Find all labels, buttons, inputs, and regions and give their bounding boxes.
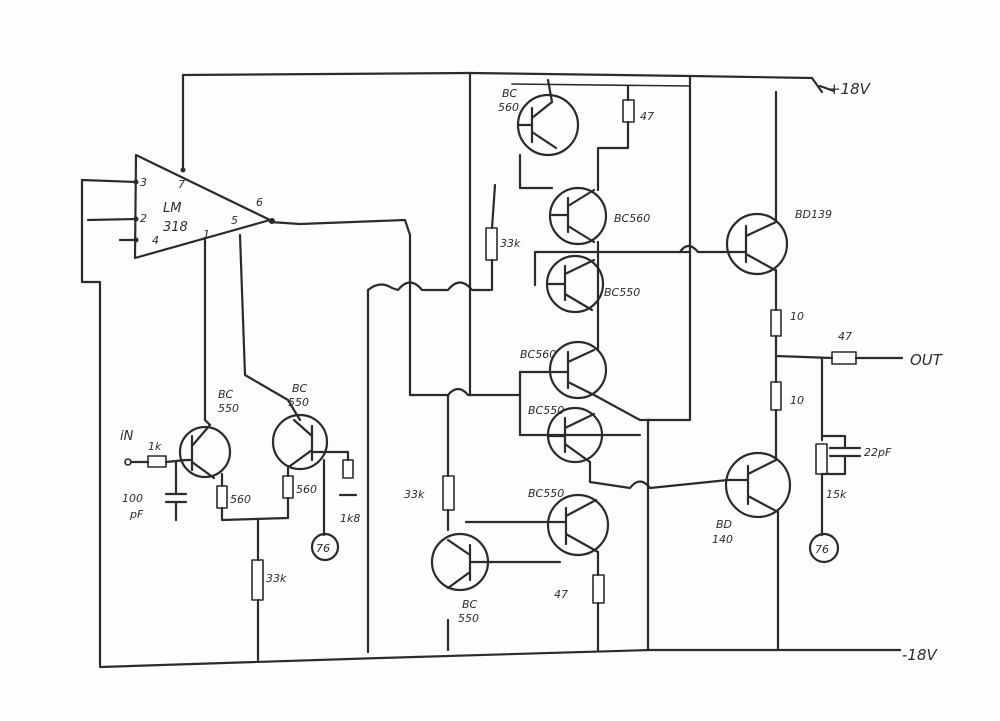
opamp-name-line1: LM: [163, 201, 181, 216]
driver-right-link: [646, 250, 692, 422]
output-q-lower-label-1: BD: [716, 518, 732, 531]
diff-pair-left-label-1: BC: [218, 388, 234, 401]
r-top-to-q2: [596, 120, 630, 192]
driver-q-bc550-b-label: BC550: [528, 404, 564, 417]
driver-r-top: [622, 99, 635, 123]
output-r-out: [831, 351, 857, 365]
output-node-wire: [774, 354, 834, 360]
input-cap-label-1: 100: [122, 492, 143, 505]
input-cap-label-2: pF: [129, 508, 144, 521]
positive-rail-label: +18V: [828, 80, 872, 98]
driver-q-bc550-b: [546, 406, 604, 464]
diff-pair-left-label-2: 550: [218, 402, 239, 415]
driver-cross-wire-a: [518, 370, 642, 437]
driver-q-bc550-c-label: BC550: [528, 487, 564, 500]
driver-q-bottom: [430, 532, 562, 592]
output-r-out-label: 47: [838, 330, 852, 343]
driver-q-bc550-c: [464, 493, 610, 557]
pin5-wire: [238, 233, 302, 422]
diff-pair-right-label-1: BC: [292, 382, 308, 395]
driver-q-bc550-a-label: BC550: [604, 286, 640, 299]
driver-q-bc550-a: [545, 254, 605, 314]
driver-q-top: [516, 78, 580, 157]
driver-diagonal: [594, 394, 652, 422]
input-resistor-label: 1k: [148, 440, 162, 453]
opamp-pin-5: 5: [231, 214, 238, 227]
opamp-name-line2: 318: [163, 220, 188, 235]
driver-input-wire: [408, 283, 522, 397]
output-r-upper: [770, 309, 782, 337]
driver-r-bottom: [592, 574, 605, 604]
q3-collector-loop: [533, 240, 600, 254]
driver-r-bias-top-label: 33k: [500, 237, 521, 250]
output-q-lower-label-2: 140: [712, 533, 733, 546]
output-r-fb: [815, 443, 828, 475]
driver-r-bias-bottom: [442, 475, 455, 511]
output-label: OUT: [910, 351, 944, 369]
tail-resistor: [251, 559, 264, 601]
driver-r-bias-bottom-label: 33k: [404, 488, 425, 501]
bd139-base-hop: [678, 74, 732, 254]
driver-q-bc560-b-label: BC560: [520, 348, 556, 361]
diff-pair-right-transistor: [271, 413, 332, 471]
input-label: iN: [120, 429, 134, 444]
output-q-upper-label: BD139: [795, 208, 832, 221]
feedback-base-wire: [328, 450, 350, 462]
left-emitter-resistor: [216, 485, 228, 509]
driver-to-bd140-wire: [588, 460, 730, 490]
feedback-resistor-label: 1k8: [340, 512, 360, 525]
driver-q-top-label-1: BC: [502, 87, 518, 100]
output-r-upper-label: 10: [790, 310, 804, 323]
driver-q-bottom-label-1: BC: [462, 598, 478, 611]
input-capacitor: [164, 492, 188, 522]
node-76-right-label: 76: [815, 543, 829, 556]
opamp-pin-7: 7: [178, 178, 185, 191]
node-76-right: [808, 532, 840, 564]
diff-pair-right-label-2: 550: [288, 396, 309, 409]
tail-resistor-label: 33k: [266, 572, 287, 585]
bias-top-wire: [490, 183, 497, 230]
node-76-left-label: 76: [316, 542, 330, 555]
negative-rail-label: -18V: [902, 646, 938, 664]
right-emitter-resistor: [282, 475, 294, 499]
output-cap-label: 22pF: [864, 446, 892, 459]
opamp-pin-3: 3: [140, 176, 147, 189]
opamp-pin-4: 4: [152, 234, 159, 247]
driver-r-bias-top: [485, 227, 498, 261]
driver-q-bc560-a-label: BC560: [614, 212, 650, 225]
driver-r-bottom-label: 47: [554, 588, 568, 601]
q-top-base-loop: [518, 153, 554, 190]
node-76-left: [310, 532, 340, 562]
driver-q-bottom-label-2: 550: [458, 612, 479, 625]
opamp-pin-2: 2: [140, 212, 147, 225]
left-emitter-resistor-label: 560: [230, 493, 251, 506]
opamp-pin-6: 6: [256, 196, 263, 209]
driver-q-bc560-a: [548, 186, 608, 246]
output-r-lower-label: 10: [790, 394, 804, 407]
diff-pair-left-transistor: [178, 418, 232, 480]
output-cap: [820, 434, 862, 476]
driver-q-bc560-b: [518, 340, 608, 400]
output-q-upper: [725, 212, 789, 276]
output-r-lower: [770, 381, 782, 411]
output-q-lower: [724, 451, 792, 519]
output-r-fb-label: 15k: [826, 488, 847, 501]
negative-rail: [98, 648, 902, 669]
tail-node-wire: [220, 496, 290, 522]
right-emitter-resistor-label: 560: [296, 483, 317, 496]
opamp-pin-1: 1: [203, 228, 210, 241]
driver-q-top-label-2: 560: [498, 101, 519, 114]
input-resistor: [147, 455, 167, 468]
feedback-resistor: [342, 459, 354, 479]
hop-wire-top: [366, 281, 492, 292]
opamp-triangle: [80, 73, 412, 667]
driver-r-top-label: 47: [640, 110, 654, 123]
